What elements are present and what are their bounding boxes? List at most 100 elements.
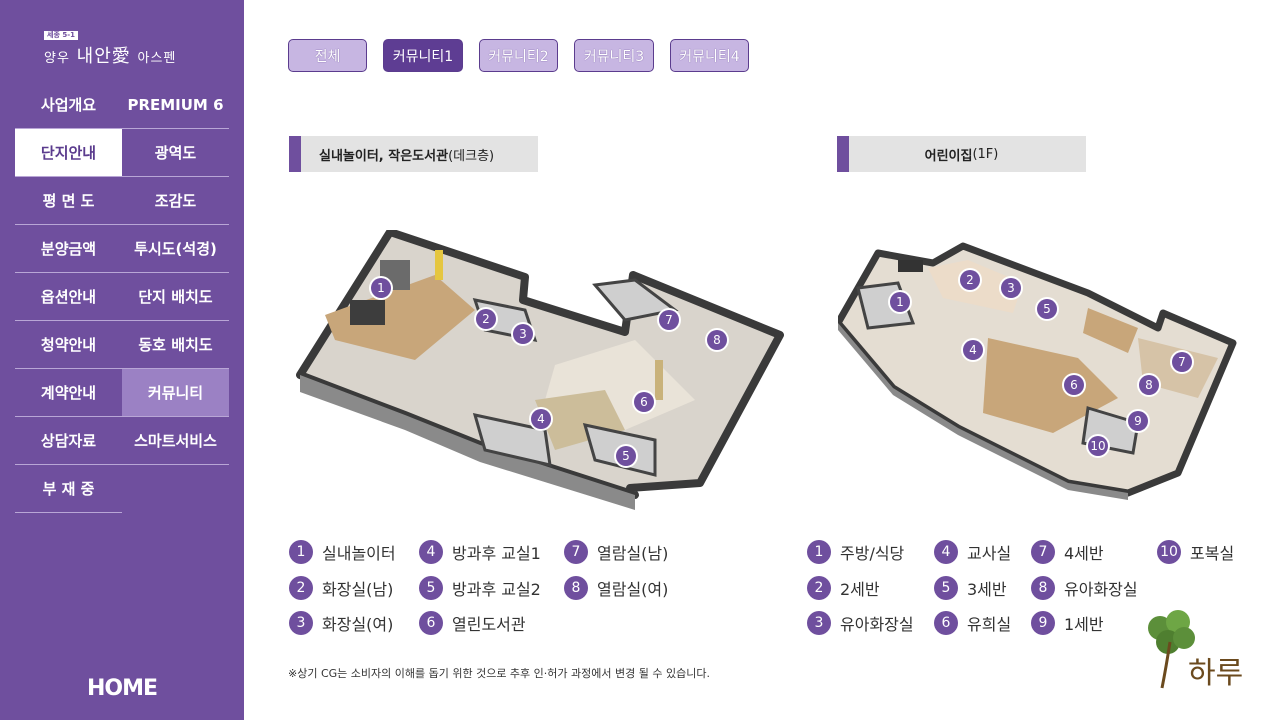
- floor-plan-daycare-1f: 1 2 3 4 5 6 7 8 9 10: [834, 238, 1238, 500]
- menu-row: 계약안내 커뮤니티: [15, 369, 229, 417]
- menu-item-perspective[interactable]: 투시도(석경): [134, 240, 217, 258]
- legend-item: 7 열람실(남): [564, 540, 668, 564]
- menu-item-smart-service[interactable]: 스마트서비스: [134, 432, 217, 450]
- disclaimer-note: ※상기 CG는 소비자의 이해를 돕기 위한 것으로 추후 인·허가 과정에서 …: [288, 667, 710, 680]
- legend-number: 5: [934, 576, 958, 600]
- legend-label: 열린도서관: [452, 615, 526, 634]
- legend-number: 10: [1157, 540, 1181, 564]
- legend-item: 5 방과후 교실2: [419, 576, 541, 600]
- home-button[interactable]: HOME: [86, 676, 158, 701]
- legend-number: 5: [419, 576, 443, 600]
- menu-row: 상담자료 스마트서비스: [15, 417, 229, 465]
- menu-item-premium[interactable]: PREMIUM 6: [127, 95, 224, 114]
- menu-item-options[interactable]: 옵션안내: [40, 288, 97, 306]
- haru-logo-text: 하루: [1188, 656, 1244, 691]
- legend-number: 8: [564, 576, 588, 600]
- legend-number: 7: [1031, 540, 1055, 564]
- section-title-bold: 실내놀이터, 작은도서관: [319, 148, 449, 164]
- menu-item-consult-materials[interactable]: 상담자료: [40, 432, 97, 450]
- section-title-bold: 어린이집: [924, 148, 973, 164]
- legend-label: 유아화장실: [840, 615, 914, 634]
- legend-item: 3 화장실(여): [289, 611, 393, 635]
- plan-marker-1: 1: [890, 292, 910, 312]
- legend-item: 6 유희실: [934, 611, 1011, 635]
- menu-item-birdseye-view[interactable]: 조감도: [154, 192, 197, 210]
- section-title-marker: [837, 136, 849, 172]
- menu-item-community[interactable]: 커뮤니티: [122, 369, 229, 416]
- menu-row: 평 면 도 조감도: [15, 177, 229, 225]
- legend-label: 포복실: [1190, 544, 1235, 563]
- legend-label: 유아화장실: [1064, 580, 1138, 599]
- legend-label: 열람실(여): [597, 580, 669, 599]
- legend-number: 1: [289, 540, 313, 564]
- main-menu: 사업개요 PREMIUM 6 단지안내 광역도 평 면 도 조감도 분양금액 투…: [15, 81, 229, 513]
- plan-marker-6: 6: [634, 392, 654, 412]
- legend-number: 6: [934, 611, 958, 635]
- legend-label: 화장실(남): [322, 580, 394, 599]
- menu-item-contract[interactable]: 계약안내: [40, 384, 97, 402]
- plan-marker-9: 9: [1128, 411, 1148, 431]
- legend-item: 5 3세반: [934, 576, 1007, 600]
- legend-number: 2: [289, 576, 313, 600]
- legend-number: 3: [807, 611, 831, 635]
- tab-community-1[interactable]: 커뮤니티1: [383, 39, 463, 72]
- brand-logo[interactable]: 세종 5-1 양우 내안愛 아스펜: [44, 22, 176, 68]
- legend-number: 3: [289, 611, 313, 635]
- plan-marker-5: 5: [1037, 299, 1057, 319]
- legend-number: 4: [419, 540, 443, 564]
- menu-item-absent[interactable]: 부 재 중: [42, 480, 95, 498]
- legend-label: 유희실: [967, 615, 1012, 634]
- legend-item: 8 열람실(여): [564, 576, 668, 600]
- legend-item: 2 2세반: [807, 576, 880, 600]
- legend-item: 9 1세반: [1031, 611, 1104, 635]
- legend-label: 주방/식당: [840, 544, 905, 563]
- legend-label: 1세반: [1064, 615, 1104, 634]
- legend-number: 2: [807, 576, 831, 600]
- floor-plan-illustration: [834, 242, 1237, 500]
- legend-item: 2 화장실(남): [289, 576, 393, 600]
- menu-item-site-plan[interactable]: 단지 배치도: [138, 288, 213, 306]
- menu-item-unit-layout[interactable]: 동호 배치도: [138, 336, 213, 354]
- tab-community-2[interactable]: 커뮤니티2: [479, 39, 558, 72]
- legend-item: 7 4세반: [1031, 540, 1104, 564]
- plan-marker-8: 8: [707, 330, 727, 350]
- menu-item-subscription[interactable]: 청약안내: [40, 336, 97, 354]
- legend-number: 9: [1031, 611, 1055, 635]
- legend-label: 2세반: [840, 580, 880, 599]
- legend-label: 방과후 교실2: [452, 580, 541, 599]
- legend-label: 화장실(여): [322, 615, 394, 634]
- menu-item-business-overview[interactable]: 사업개요: [40, 96, 97, 114]
- floor-plan-illustration: [296, 228, 784, 510]
- menu-item-sale-price[interactable]: 분양금액: [40, 240, 97, 258]
- legend-item: 3 유아화장실: [807, 611, 914, 635]
- menu-item-regional-map[interactable]: 광역도: [154, 144, 197, 162]
- tab-community-4[interactable]: 커뮤니티4: [670, 39, 749, 72]
- menu-row: 분양금액 투시도(석경): [15, 225, 229, 273]
- logo-suffix: 아스펜: [137, 51, 177, 66]
- tab-community-3[interactable]: 커뮤니티3: [574, 39, 654, 72]
- tab-all[interactable]: 전체: [288, 39, 367, 72]
- plan-marker-4: 4: [531, 409, 551, 429]
- legend-number: 6: [419, 611, 443, 635]
- legend-item: 6 열린도서관: [419, 611, 526, 635]
- legend-label: 3세반: [967, 580, 1007, 599]
- logo-main: 내안愛: [76, 46, 131, 67]
- plan-marker-2: 2: [476, 309, 496, 329]
- menu-item-complex-info[interactable]: 단지안내: [15, 129, 122, 176]
- legend-label: 열람실(남): [597, 544, 669, 563]
- community-tabs: 전체 커뮤니티1 커뮤니티2 커뮤니티3 커뮤니티4: [288, 39, 765, 72]
- menu-row: 청약안내 동호 배치도: [15, 321, 229, 369]
- menu-row: 사업개요 PREMIUM 6: [15, 81, 229, 129]
- menu-item-floor-plan[interactable]: 평 면 도: [42, 192, 95, 210]
- plan-marker-6: 6: [1064, 375, 1084, 395]
- sidebar: 세종 5-1 양우 내안愛 아스펜 사업개요 PREMIUM 6 단지안내 광역…: [0, 0, 244, 720]
- plan-marker-10: 10: [1088, 436, 1108, 456]
- legend-label: 4세반: [1064, 544, 1104, 563]
- plan-marker-3: 3: [1001, 278, 1021, 298]
- legend-number: 7: [564, 540, 588, 564]
- section-title-playroom-library: 실내놀이터, 작은도서관(데크층): [289, 136, 538, 172]
